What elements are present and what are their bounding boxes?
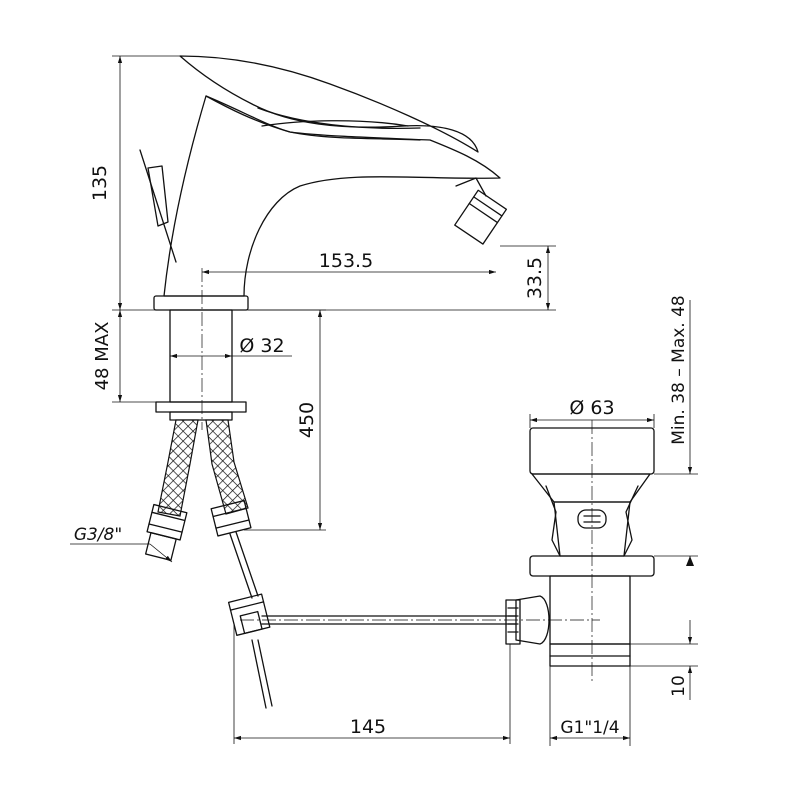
dim-waste-thread: G1"1/4 (560, 718, 619, 738)
dimension-labels: 135 153.5 33.5 48 MAX Ø 32 450 G3/8" Ø 6… (74, 165, 689, 738)
dim-base-diameter: Ø 32 (239, 335, 284, 357)
dim-outlet-height: 33.5 (524, 257, 546, 299)
dim-spout-reach: 153.5 (319, 250, 373, 272)
dim-rod-length: 145 (350, 716, 386, 738)
locknut (155, 401, 247, 413)
dim-tailpiece-length: 10 (669, 675, 689, 697)
flexible-hoses (144, 419, 252, 561)
dim-hose-length: 450 (296, 402, 318, 438)
lift-rod (227, 531, 600, 709)
dim-waste-range: Min. 38 – Max. 48 (669, 295, 689, 445)
side-stub (147, 165, 169, 227)
aerator-outlet (454, 189, 508, 245)
dim-deck-thickness: 48 MAX (92, 322, 113, 391)
hose-nut-right (210, 499, 252, 537)
pop-up-waste (505, 420, 655, 684)
dim-waste-diameter: Ø 63 (569, 397, 614, 419)
hose-nut-left (144, 503, 188, 561)
dim-spout-height: 135 (89, 165, 111, 201)
faucet-body (139, 55, 508, 430)
dimension-lines (70, 55, 698, 746)
dim-hose-thread: G3/8" (74, 525, 122, 545)
base-plate (153, 295, 249, 311)
lever-handle (179, 55, 479, 153)
body-outline (163, 95, 501, 297)
